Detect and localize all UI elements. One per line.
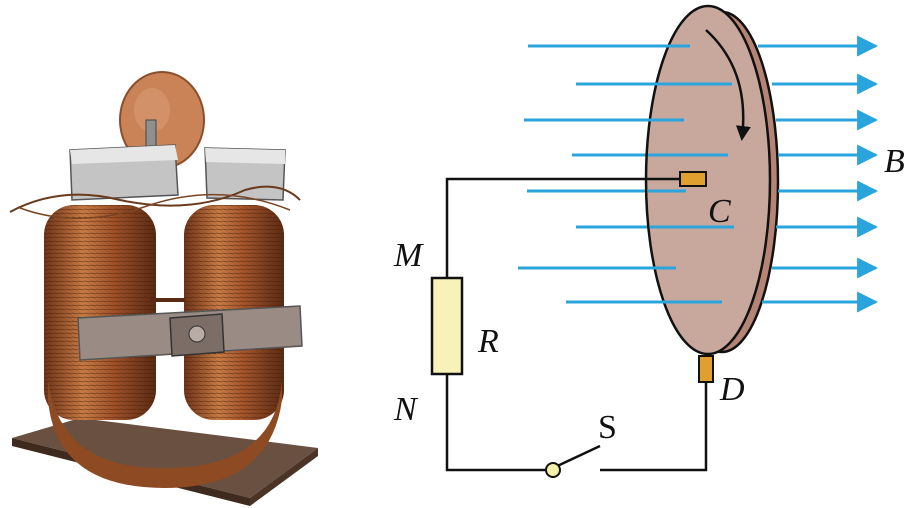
wire-top xyxy=(445,177,680,278)
apparatus-photo xyxy=(9,71,318,506)
brush-c xyxy=(679,171,707,187)
wire-bottom-right xyxy=(600,382,708,472)
label-r: R xyxy=(477,323,499,360)
disk xyxy=(644,4,780,356)
label-n: N xyxy=(393,391,419,428)
wire-bottom-left xyxy=(445,374,547,472)
brush-d xyxy=(698,355,714,383)
resistor xyxy=(430,276,464,376)
field-lines-front xyxy=(758,35,879,313)
label-c: C xyxy=(708,193,731,230)
switch-pivot xyxy=(545,462,561,478)
label-s: S xyxy=(598,409,617,446)
rotation-arrow xyxy=(705,29,751,141)
switch-lever xyxy=(552,444,601,470)
label-m: M xyxy=(393,237,424,274)
coil-bend xyxy=(48,380,282,488)
circuit-wires xyxy=(445,177,708,472)
apparatus-base xyxy=(12,418,318,498)
label-d: D xyxy=(719,371,745,408)
label-b: B xyxy=(884,143,905,180)
